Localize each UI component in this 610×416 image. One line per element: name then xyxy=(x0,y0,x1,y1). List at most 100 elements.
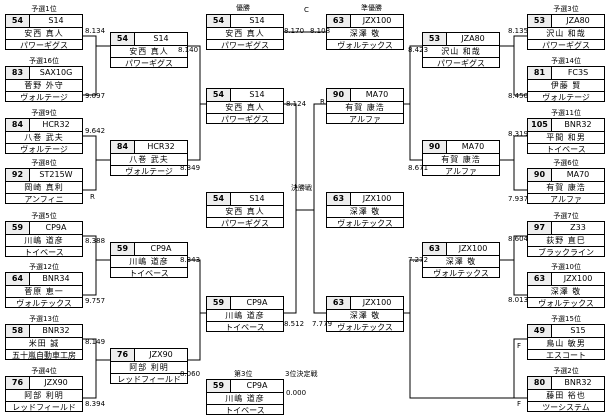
driver-name: 鳥山 敏男 xyxy=(528,337,604,349)
team-name: アンフィニ xyxy=(6,193,82,205)
third-place-match-label: 3位決定戦 xyxy=(285,370,318,378)
time-value: 8.388 xyxy=(85,237,106,245)
seed-label: 予選15位 xyxy=(551,315,581,323)
car-model: JZA80 xyxy=(461,34,485,43)
car-model: MA70 xyxy=(461,142,485,151)
time-value: 7.272 xyxy=(408,256,429,264)
car-model: JZX100 xyxy=(458,244,488,253)
team-name: 五十嵐自動車工房 xyxy=(6,349,82,361)
car-model: BNR32 xyxy=(564,120,592,129)
driver-name: 安西 真人 xyxy=(207,205,283,217)
car-model: CP9A xyxy=(246,381,268,390)
car-number: 54 xyxy=(207,15,231,27)
car-model: MA70 xyxy=(566,170,590,179)
car-model: CP9A xyxy=(45,223,67,232)
driver-name: 阿部 利明 xyxy=(111,361,187,373)
team-name: アルファ xyxy=(327,113,403,125)
driver-name: 八巻 武夫 xyxy=(111,153,187,165)
team-name: アルファ xyxy=(423,165,499,177)
team-name: エスコート xyxy=(528,349,604,361)
driver-name: 安西 真人 xyxy=(207,27,283,39)
car-number: 49 xyxy=(528,325,552,337)
time-value: 8.394 xyxy=(85,400,106,408)
car-model: JZX90 xyxy=(149,350,173,359)
driver-name: 米田 誠 xyxy=(6,337,82,349)
team-name: パワーギグス xyxy=(207,39,283,51)
driver-name: 岡崎 真利 xyxy=(6,181,82,193)
car-model: JZX100 xyxy=(362,194,392,203)
team-name: ヴォルテックス xyxy=(327,321,403,333)
entry-header: 59 CP9A xyxy=(207,380,283,392)
car-number: 90 xyxy=(327,89,351,101)
time-value: 8.108 xyxy=(310,27,331,35)
car-number: 105 xyxy=(528,119,552,131)
car-model: MA70 xyxy=(365,90,389,99)
car-model: JZA80 xyxy=(566,16,590,25)
third-label: 第3位 xyxy=(234,370,253,378)
driver-name: 有賀 康浩 xyxy=(528,181,604,193)
winner-label: 優勝 xyxy=(236,4,250,12)
mark-c: C xyxy=(304,6,309,14)
seed-label: 予選5位 xyxy=(31,212,57,220)
team-name: パワーギグス xyxy=(528,39,604,51)
car-number: 59 xyxy=(207,380,231,392)
team-name: ヴォルテックス xyxy=(423,267,499,279)
team-name: ブラックライン xyxy=(528,246,604,258)
car-number: 80 xyxy=(528,377,552,389)
time-value: 8.170 xyxy=(284,27,305,35)
team-name: トイベース xyxy=(528,143,604,155)
team-name: トイベース xyxy=(207,404,283,416)
team-name: レッドフィールド xyxy=(6,401,82,413)
car-model: FC3S xyxy=(567,68,589,77)
seed-label: 予選9位 xyxy=(31,109,57,117)
time-value: 0.000 xyxy=(286,389,307,397)
driver-name: 川嶋 道彦 xyxy=(207,309,283,321)
driver-name: 深澤 敬 xyxy=(423,255,499,267)
seed-label: 予選12位 xyxy=(29,263,59,271)
car-number: 59 xyxy=(207,297,231,309)
seed-label: 予選3位 xyxy=(553,5,579,13)
car-number: 58 xyxy=(6,325,30,337)
entry-header: 105 BNR32 xyxy=(528,119,604,131)
driver-name: 八巻 武夫 xyxy=(6,131,82,143)
time-value: 8.149 xyxy=(85,338,106,346)
seed-label: 予選1位 xyxy=(31,5,57,13)
car-number: 63 xyxy=(327,193,351,205)
driver-name: 菅野 外守 xyxy=(6,79,82,91)
team-name: ヴォルテックス xyxy=(327,217,403,229)
team-name: パワーギグス xyxy=(6,39,82,51)
entry-header: 59 CP9A xyxy=(6,222,82,234)
car-model: Z33 xyxy=(570,223,586,232)
time-value: 8.343 xyxy=(180,256,201,264)
car-model: SAX10G xyxy=(39,68,73,77)
driver-name: 菅原 恵一 xyxy=(6,285,82,297)
car-number: 59 xyxy=(6,222,30,234)
driver-name: 川嶋 道彦 xyxy=(111,255,187,267)
team-name: トイベース xyxy=(207,321,283,333)
car-number: 54 xyxy=(207,89,231,101)
time-value: 8.423 xyxy=(408,46,429,54)
driver-name: 沢山 和哉 xyxy=(528,27,604,39)
driver-name: 安西 真人 xyxy=(111,45,187,57)
